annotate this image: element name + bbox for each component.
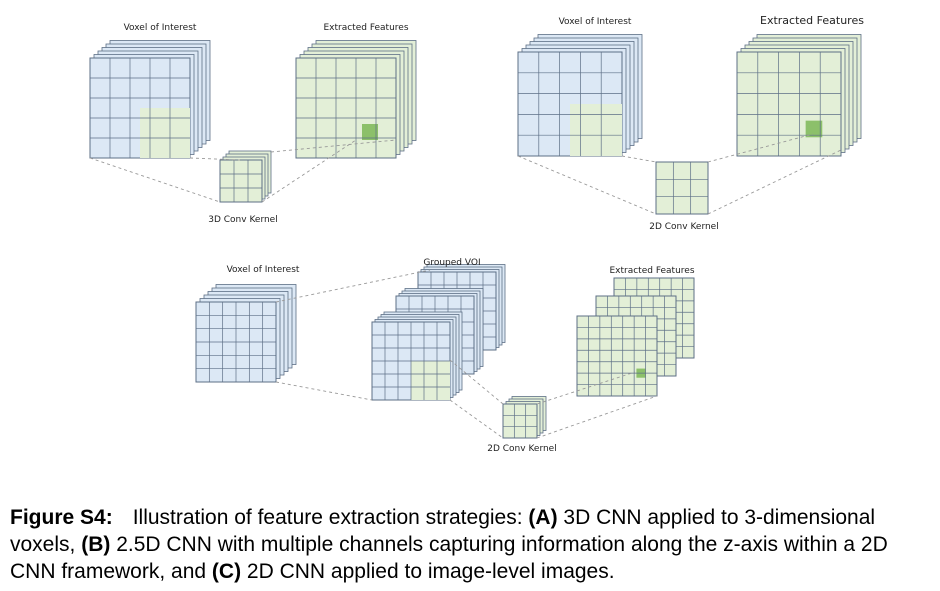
panel-c-grouped-label: Grouped VOI (423, 258, 480, 268)
c-kernel-cube-front (502, 403, 538, 439)
b-kernel-face (655, 161, 709, 215)
panel-b-voi-label: Voxel of Interest (559, 17, 632, 27)
panel-a-features-label: Extracted Features (323, 23, 408, 33)
a-dash-4 (270, 139, 397, 153)
c-voi-cube-grid (196, 302, 276, 382)
b-voi-cube-grid (518, 52, 622, 156)
a-kernel-cube-grid (220, 160, 262, 202)
c-dash-5 (536, 371, 636, 405)
a-voi-cube-highlight (140, 108, 190, 158)
a-voi-cube-grid (90, 58, 190, 158)
c-dash-1 (275, 269, 431, 303)
caption-text-c: 2D CNN applied to image-level images. (246, 560, 615, 583)
a-kernel-cube-front (219, 159, 263, 203)
c-dash-6 (536, 395, 658, 439)
b-dash-3 (707, 133, 814, 163)
a-dash-2 (189, 157, 241, 161)
panel-a-kernel-label: 3D Conv Kernel (208, 215, 277, 225)
c-kernel-cube-grid (503, 404, 537, 438)
b-dash-4 (707, 149, 842, 215)
c-dash-3 (449, 399, 504, 439)
panel-a-voi-label: Voxel of Interest (124, 23, 197, 33)
a-dash-3 (261, 139, 357, 203)
caption-label-b: (B) (81, 533, 111, 556)
caption-label-c: (C) (211, 560, 242, 583)
panel-c-features-label: Extracted Features (609, 266, 694, 276)
b-feature-cube-highlight (805, 120, 823, 138)
a-feature-cube-highlight (362, 124, 378, 140)
b-feature-cube-front (736, 51, 842, 157)
caption-intro: Illustration of feature extraction strat… (132, 506, 523, 529)
panel-b-kernel-label: 2D Conv Kernel (649, 222, 718, 232)
caption-text-a: 3D CNN applied to 3-dimensional voxels, (10, 506, 876, 556)
feature-extraction-diagram: Voxel of Interest Extracted Features 3D … (89, 14, 864, 454)
panel-c-voi-label: Voxel of Interest (227, 265, 300, 275)
a-dash-1 (89, 157, 221, 203)
caption-text-b: 2.5D CNN with multiple channels capturin… (10, 533, 888, 583)
panel-c-kernel-label: 2D Conv Kernel (487, 444, 556, 454)
c-grouped-front-grid (372, 322, 450, 400)
b-dash-2 (621, 155, 657, 163)
c-dash-2 (275, 381, 373, 401)
a-feature-cube-grid (296, 58, 396, 158)
figure-number: Figure S4: (10, 506, 113, 529)
b-feature-cube-grid (737, 52, 841, 156)
b-kernel-grid (656, 162, 708, 214)
caption-label-a: (A) (528, 506, 558, 529)
a-feature-cube-front (295, 57, 397, 159)
b-dash-1 (517, 155, 657, 215)
c-feature-front-face (576, 315, 658, 397)
panel-b-features-label: Extracted Features (760, 14, 864, 27)
figure-caption: Figure S4: Illustration of feature extrac… (10, 504, 935, 585)
c-grouped-front-highlight (411, 361, 450, 400)
b-voi-cube-highlight (570, 104, 622, 156)
c-feature-front-grid (577, 316, 657, 396)
